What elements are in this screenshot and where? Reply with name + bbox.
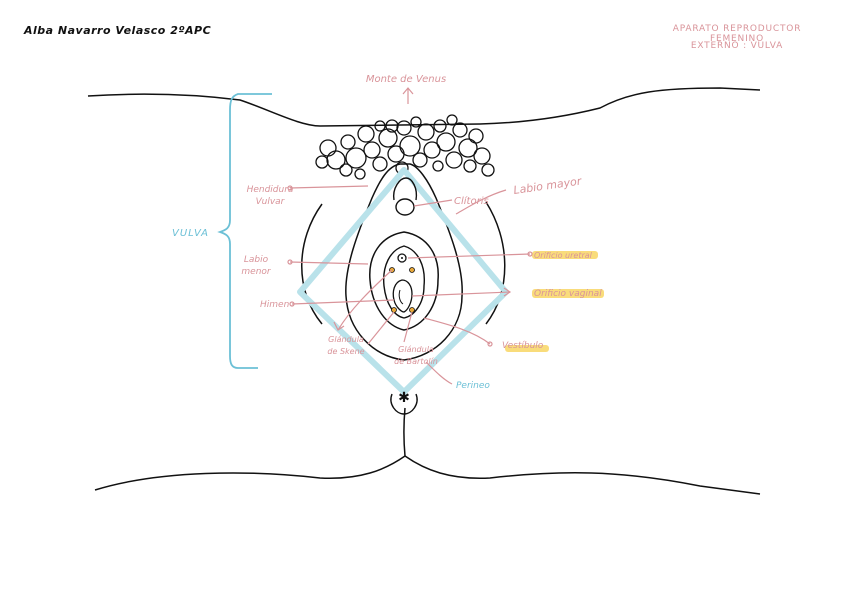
vestibulo-outline [383,245,425,319]
pointer-uretral [407,253,531,259]
labio-mayor-right-outline [485,201,506,325]
label-clitoris: Clítoris [454,195,489,207]
anus-outline [390,393,418,415]
pointer-labio-menor [289,261,369,265]
body-outline-bottom [94,455,761,495]
clitoris-hood [392,177,418,201]
gluteal-cleft [403,407,406,457]
page-title: APARATO REPRODUCTOR FEMENINO [672,24,802,44]
label-hendidura-2: Vulvar [256,197,286,207]
pointer-hendidura [289,185,369,189]
page-subtitle: EXTERNO : VULVA [690,41,784,51]
labio-menor-outline [369,231,439,331]
pointer-clitoris [413,199,453,207]
label-labio-menor-2: menor [241,267,272,277]
body-outline-top [87,87,761,127]
pointer-skene [337,269,393,331]
glandula-skene-right-icon [409,267,415,273]
highlight-vestibulo [505,345,549,352]
label-glandula-skene-2: de Skene [327,347,364,356]
highlight-orificio-vaginal [532,289,604,298]
label-hendidura-1: Hendidura [247,185,294,195]
author-name: Alba Navarro Velasco 2ºAPC [24,24,212,37]
label-labio-menor-1: Labio [244,255,269,265]
glandula-bartolin-left-icon [391,307,397,313]
label-orificio-vaginal: Orificio vaginal [534,289,602,299]
orificio-vaginal-icon [392,279,413,313]
orificio-uretral-icon [397,253,407,263]
perineo-diamond [297,167,509,395]
label-labio-mayor: Labio mayor [513,174,584,197]
vulva-bracket [217,93,272,369]
label-glandula-bartolin-1: Glándula [398,345,434,354]
glandula-bartolin-right-icon [409,307,415,313]
label-orificio-uretral: Orificio uretral [534,251,593,260]
pointer-bartolin-2 [403,311,413,343]
pointer-vestibulo [423,317,491,345]
pointer-bartolin [367,311,395,345]
label-vulva: VULVA [172,228,209,239]
highlight-orificio-uretral [532,251,598,259]
pointer-vaginal [411,291,511,297]
anus-icon: ✱ [398,390,410,406]
pointer-himen [291,299,395,305]
pointer-labio-mayor [455,189,507,215]
label-vestibulo: Vestíbulo [502,341,544,351]
label-himen: Himen [260,300,290,310]
labio-mayor-left-outline [301,203,323,325]
clitoris-icon [395,198,415,216]
label-perineo: Perineo [456,381,490,391]
pointer-perineo [425,361,453,385]
label-glandula-bartolin-2: de Bartolín [394,357,438,366]
pubic-hair-icon [315,114,495,180]
label-glandula-skene-1: Glándula [328,335,364,344]
label-monte-venus: Monte de Venus [366,74,446,85]
